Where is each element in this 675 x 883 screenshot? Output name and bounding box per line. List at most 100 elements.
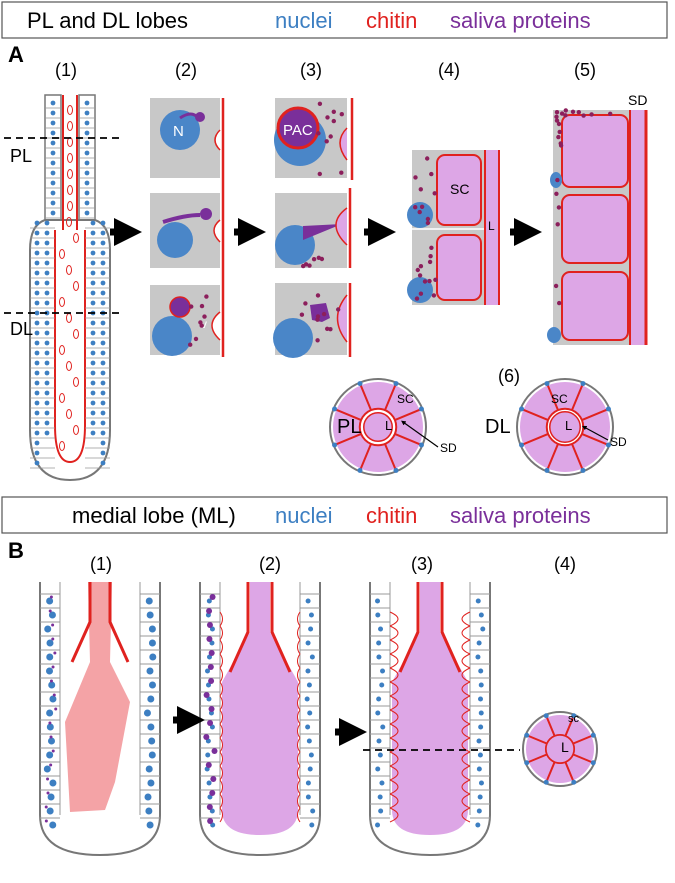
nucleus-dot: [475, 822, 481, 828]
secretion-dot: [429, 245, 434, 250]
legend-b-nuclei: nuclei: [275, 503, 332, 528]
nucleus-dot: [100, 220, 106, 226]
nucleus-dot: [605, 442, 611, 448]
nucleus-dot: [307, 766, 313, 772]
lumen-fill: [222, 582, 298, 835]
vesicle: [59, 393, 65, 403]
nucleus-dot: [100, 420, 106, 426]
cross-section-pl: [329, 378, 427, 476]
cell-wall: [546, 761, 556, 781]
chitin-fold: [297, 653, 301, 669]
saliva-dot: [203, 734, 210, 740]
cell-wall: [572, 735, 592, 745]
nucleus-dot: [306, 738, 312, 744]
nucleus-dot: [34, 240, 40, 246]
chitin-fold: [461, 611, 471, 627]
chitin-fold: [461, 737, 471, 753]
step-b4: (4): [554, 554, 576, 574]
nucleus-dot: [305, 640, 311, 646]
nucleus-dot: [524, 732, 530, 738]
chitin-fold: [461, 807, 471, 823]
saliva-dot: [48, 721, 52, 725]
saliva-dot: [211, 748, 218, 754]
label-sc-b4: sc: [568, 713, 580, 725]
nucleus-dot: [524, 760, 530, 766]
vesicle: [67, 105, 73, 115]
secretion-dot: [339, 112, 344, 117]
nucleus-dot: [590, 760, 596, 766]
nucleus-dot: [100, 350, 106, 356]
secretion-dot: [559, 111, 565, 116]
nucleus-dot: [84, 120, 90, 126]
secretion-dot: [557, 300, 562, 306]
nucleus-dot: [478, 710, 484, 716]
gland-b1: [39, 582, 161, 857]
saliva-dot: [54, 707, 58, 711]
step-a6: (6): [498, 366, 520, 386]
nucleus-dot: [44, 250, 50, 256]
chitin-fold: [461, 695, 471, 711]
nucleus-dot: [47, 793, 55, 801]
nucleus-dot: [147, 695, 155, 703]
secretion-dot: [558, 141, 563, 146]
chitin-fold: [461, 667, 471, 683]
nucleus-dot: [44, 340, 50, 346]
arrows-b: [173, 706, 367, 746]
nucleus-dot: [205, 668, 211, 674]
chitin-fold: [219, 639, 223, 655]
nucleus-dot: [48, 681, 56, 689]
nucleus-dot: [34, 350, 40, 356]
secretion-dot: [556, 205, 562, 210]
label-sc-dl: SC: [551, 392, 568, 406]
lumen: [363, 412, 393, 442]
label-l-pl: L: [385, 418, 392, 433]
nucleus-dot: [90, 380, 96, 386]
nucleus-dot: [34, 400, 40, 406]
secretion-dot: [554, 114, 559, 120]
nucleus-dot: [44, 300, 50, 306]
nucleus-dot: [90, 220, 96, 226]
nucleus-dot: [100, 340, 106, 346]
nucleus-dot: [50, 100, 56, 106]
nucleus-dot: [44, 220, 50, 226]
nucleus-dot: [90, 280, 96, 286]
nucleus-dot: [305, 598, 311, 604]
nucleus-dot: [206, 598, 212, 604]
nucleus-dot: [90, 420, 96, 426]
legend-b: medial lobe (ML) nuclei chitin saliva pr…: [1, 496, 668, 534]
secretion-dot: [325, 326, 330, 331]
nucleus-dot: [84, 190, 90, 196]
nucleus-dot: [46, 709, 54, 717]
saliva-dot: [206, 804, 213, 810]
secretion-mass: [65, 582, 130, 812]
secretion-dot: [418, 187, 423, 192]
vesicle: [67, 169, 73, 179]
secretion-dot: [307, 263, 312, 268]
secretion-dot: [331, 118, 336, 124]
label-pl: PL: [10, 146, 32, 166]
nucleus-dot: [44, 360, 50, 366]
nucleus-dot: [308, 752, 314, 758]
nucleus-dot: [206, 780, 212, 786]
legend-b-title: medial lobe (ML): [72, 503, 236, 528]
nucleus-dot: [476, 808, 482, 814]
nucleus-dot: [100, 230, 106, 236]
secretion-dot: [589, 112, 594, 117]
cell-wall: [394, 433, 420, 446]
nucleus-dot: [310, 808, 316, 814]
nucleus-dot: [84, 180, 90, 186]
nucleus-dot: [44, 390, 50, 396]
chitin-fold: [389, 709, 399, 725]
gland-b3: [369, 582, 491, 857]
saliva-dot: [208, 650, 215, 656]
secretion-dot: [301, 263, 306, 269]
nucleus-dot: [34, 420, 40, 426]
vesicle: [73, 425, 79, 435]
legend-b-saliva: saliva proteins: [450, 503, 591, 528]
nucleus-dot: [571, 779, 577, 785]
nucleus-dot: [44, 240, 50, 246]
vesicle: [66, 217, 72, 227]
chitin-lining: [398, 582, 420, 673]
chitin-fold: [461, 751, 471, 767]
